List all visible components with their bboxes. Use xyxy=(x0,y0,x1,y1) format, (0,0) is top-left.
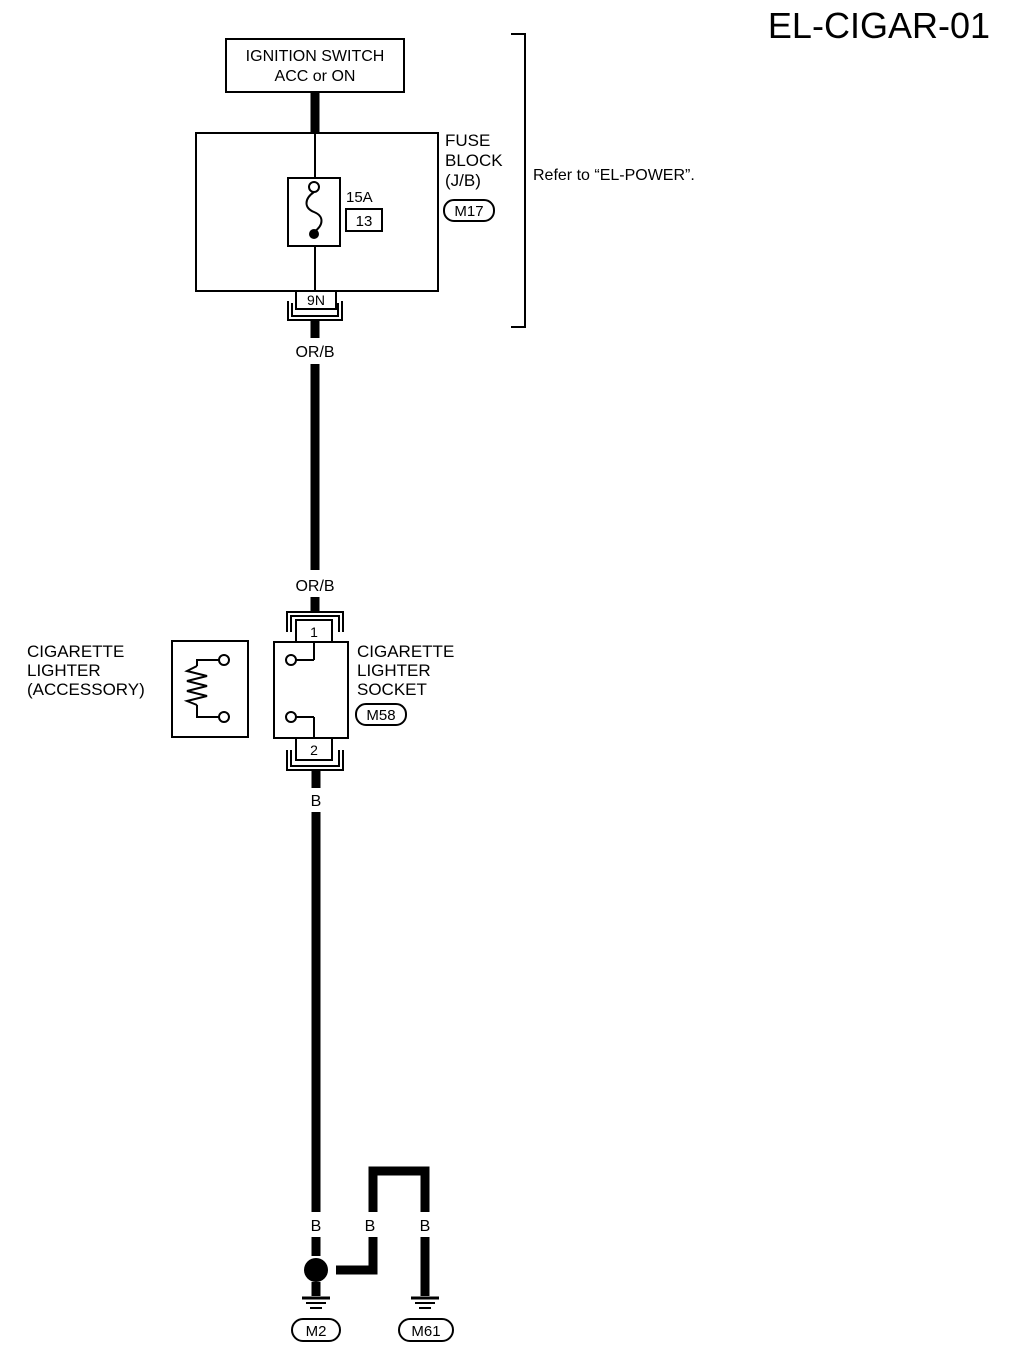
lighter-label-1: CIGARETTE xyxy=(27,642,124,661)
page-title: EL-CIGAR-01 xyxy=(768,5,990,46)
ground-m61-oval xyxy=(398,1318,454,1342)
ignition-switch-label-1: IGNITION SWITCH xyxy=(246,48,385,65)
reference-note: Refer to “EL-POWER”. xyxy=(533,167,695,184)
socket-label-3: SOCKET xyxy=(357,680,427,699)
terminal-2: 2 xyxy=(310,742,318,758)
ignition-switch: IGNITION SWITCH ACC or ON xyxy=(225,38,405,93)
wire-color-orb-1: OR/B xyxy=(295,344,334,361)
wire-color-b-3: B xyxy=(365,1218,376,1235)
wire-color-b-1: B xyxy=(311,793,322,810)
terminal-9n-connector: 9N xyxy=(287,290,343,321)
ground-m61: M61 xyxy=(411,1323,440,1340)
terminal-2-connector: 2 xyxy=(286,737,344,771)
fuse-number-box xyxy=(345,208,383,232)
cigarette-lighter-socket xyxy=(273,641,349,739)
socket-label-1: CIGARETTE xyxy=(357,642,454,661)
socket-connector: M58 xyxy=(366,707,395,724)
fuse-block-label-3: (J/B) xyxy=(445,171,481,190)
ground-m61-icon xyxy=(411,1296,439,1309)
ground-m2-icon xyxy=(302,1296,330,1309)
fuse-symbol xyxy=(287,177,341,247)
terminal-9n: 9N xyxy=(307,292,325,308)
terminal-1-connector: 1 xyxy=(286,611,344,643)
fuse-block-label-2: BLOCK xyxy=(445,151,503,170)
fuse-block-connector-oval xyxy=(443,199,495,222)
fuse-rating: 15A xyxy=(346,189,373,206)
lighter-label-3: (ACCESSORY) xyxy=(27,680,145,699)
ground-m2-oval xyxy=(291,1318,341,1342)
wire-color-orb-2: OR/B xyxy=(295,578,334,595)
wire-color-b-4: B xyxy=(420,1218,431,1235)
splice-point-icon xyxy=(304,1258,328,1282)
wire-color-b-2: B xyxy=(311,1218,322,1235)
ignition-switch-label-2: ACC or ON xyxy=(275,68,356,85)
resistor-icon xyxy=(183,665,208,706)
fuse-number: 13 xyxy=(356,213,373,230)
fuse-block: 15A 13 xyxy=(195,132,439,292)
ground-m2: M2 xyxy=(306,1323,327,1340)
fuse-block-label-1: FUSE xyxy=(445,131,490,150)
wire-b-splice xyxy=(336,1237,378,1275)
lighter-label-2: LIGHTER xyxy=(27,661,101,680)
reference-bracket xyxy=(511,33,526,328)
cigarette-lighter-accessory xyxy=(171,640,249,738)
fuse-block-connector: M17 xyxy=(454,203,483,220)
socket-label-2: LIGHTER xyxy=(357,661,431,680)
wire-b-jumper xyxy=(368,1166,430,1212)
socket-connector-oval xyxy=(355,703,407,726)
terminal-1: 1 xyxy=(310,624,318,640)
